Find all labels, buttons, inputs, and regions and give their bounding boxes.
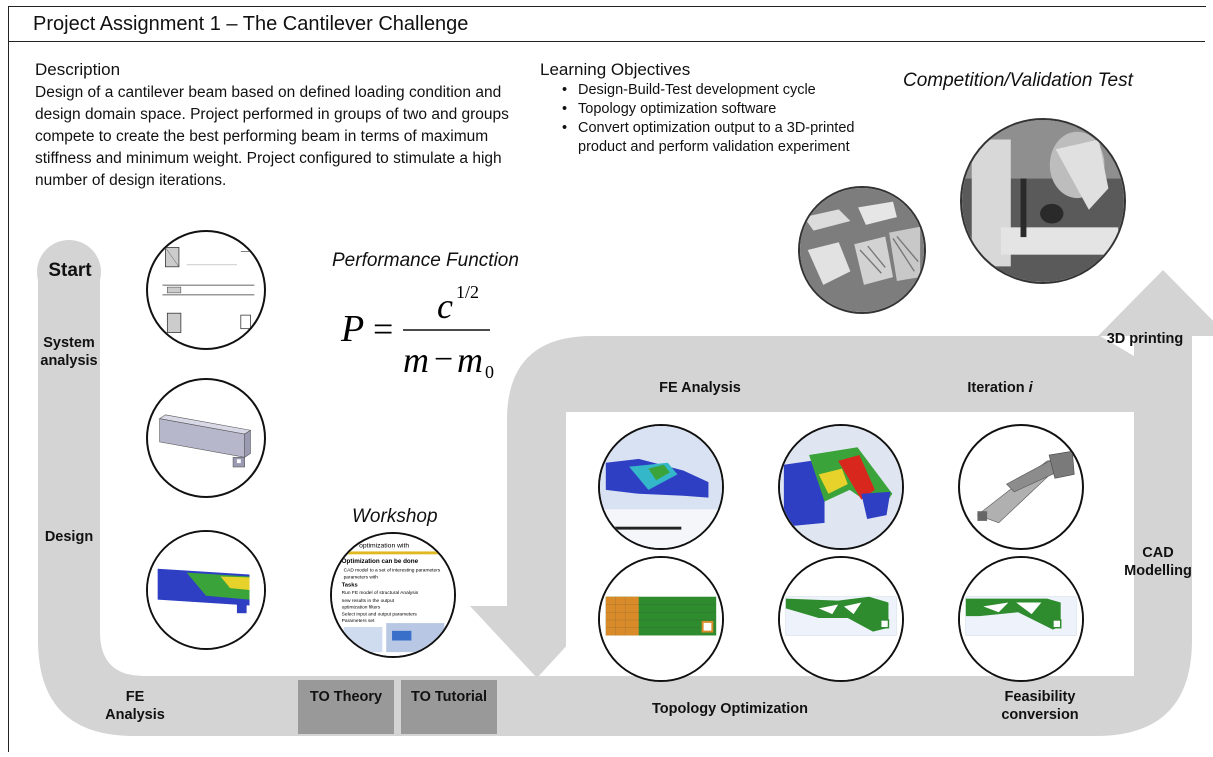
design-label: Design xyxy=(44,529,94,545)
competition-heading: Competition/Validation Test xyxy=(903,70,1133,91)
feasibility-conversion-label: Feasibility conversion xyxy=(1001,689,1079,723)
test-rig-photo xyxy=(960,118,1126,284)
cad-modelling-label: CAD Modelling xyxy=(1124,545,1192,579)
fe-analysis-top-label: FE Analysis xyxy=(659,380,741,396)
formula-minus: − xyxy=(434,341,453,378)
topology-result-icon xyxy=(958,556,1084,682)
objective-item: Convert optimization output to a 3D-prin… xyxy=(560,119,890,157)
formula-numerator: c xyxy=(437,286,453,326)
learning-objectives-heading: Learning Objectives xyxy=(540,60,691,79)
to-tutorial-box: TO Tutorial xyxy=(401,680,497,734)
objective-item: Topology optimization software xyxy=(560,100,890,119)
formula-denominator-m: m xyxy=(403,340,429,380)
description-body: Design of a cantilever beam based on def… xyxy=(35,84,509,189)
svg-text:optimization filters: optimization filters xyxy=(342,605,381,611)
svg-text:CAD model to a set of interest: CAD model to a set of interesting parame… xyxy=(344,568,441,574)
formula-exponent: 1/2 xyxy=(456,282,479,302)
fe-beam-icon xyxy=(146,530,266,650)
objective-item: Design-Build-Test development cycle xyxy=(560,81,890,100)
cad-model-icon xyxy=(958,424,1084,550)
formula-equals: = xyxy=(373,309,393,349)
topology-optimization-label: Topology Optimization xyxy=(652,701,808,717)
3d-printing-label: 3D printing xyxy=(1106,331,1184,347)
svg-text:optimization with: optimization with xyxy=(359,543,409,550)
formula-lhs: P xyxy=(340,308,364,350)
svg-text:parameters with: parameters with xyxy=(344,575,379,581)
svg-text:Run FE model of structural Ana: Run FE model of structural Analysis xyxy=(342,590,419,596)
to-theory-label: TO Theory xyxy=(309,689,383,705)
fe-result-icon xyxy=(778,424,904,550)
system-analysis-label: System analysis xyxy=(40,335,98,369)
start-label: Start xyxy=(48,260,92,281)
svg-text:Tasks: Tasks xyxy=(342,582,358,588)
workshop-heading: Workshop xyxy=(352,506,438,527)
printed-beams-photo xyxy=(798,186,926,314)
iteration-loop-arrow xyxy=(470,336,1134,678)
fe-analysis-bottom-label: FE Analysis xyxy=(105,689,165,723)
description-heading: Description xyxy=(35,60,121,79)
svg-text:new results in the output: new results in the output xyxy=(342,598,395,604)
formula-subscript: 0 xyxy=(485,362,494,382)
performance-heading: Performance Function xyxy=(332,250,519,271)
drawing-icon xyxy=(146,230,266,350)
performance-formula: P = c 1/2 m − m 0 xyxy=(340,282,494,382)
main-cycle-arrow xyxy=(38,270,1213,736)
to-tutorial-label: TO Tutorial xyxy=(411,689,487,705)
start-node xyxy=(37,240,101,304)
workshop-slide-icon: optimization with Optimization can be do… xyxy=(330,532,456,658)
topology-result-icon xyxy=(598,556,724,682)
beam-cad-icon xyxy=(146,378,266,498)
page-title: Project Assignment 1 – The Cantilever Ch… xyxy=(33,13,469,35)
topology-result-icon xyxy=(778,556,904,682)
page-frame xyxy=(8,6,1206,752)
learning-objectives-list: Design-Build-Test development cycle Topo… xyxy=(560,81,890,157)
title-bar: Project Assignment 1 – The Cantilever Ch… xyxy=(9,7,1205,42)
iteration-label: Iteration i xyxy=(967,380,1033,396)
to-theory-box: TO Theory xyxy=(298,680,394,734)
svg-text:Optimization can be done: Optimization can be done xyxy=(342,558,419,565)
fe-result-icon xyxy=(598,424,724,550)
svg-text:Parameters set: Parameters set xyxy=(342,618,375,624)
formula-denominator-m0: m xyxy=(457,340,483,380)
svg-text:Select input and output parame: Select input and output parameters xyxy=(342,611,418,617)
